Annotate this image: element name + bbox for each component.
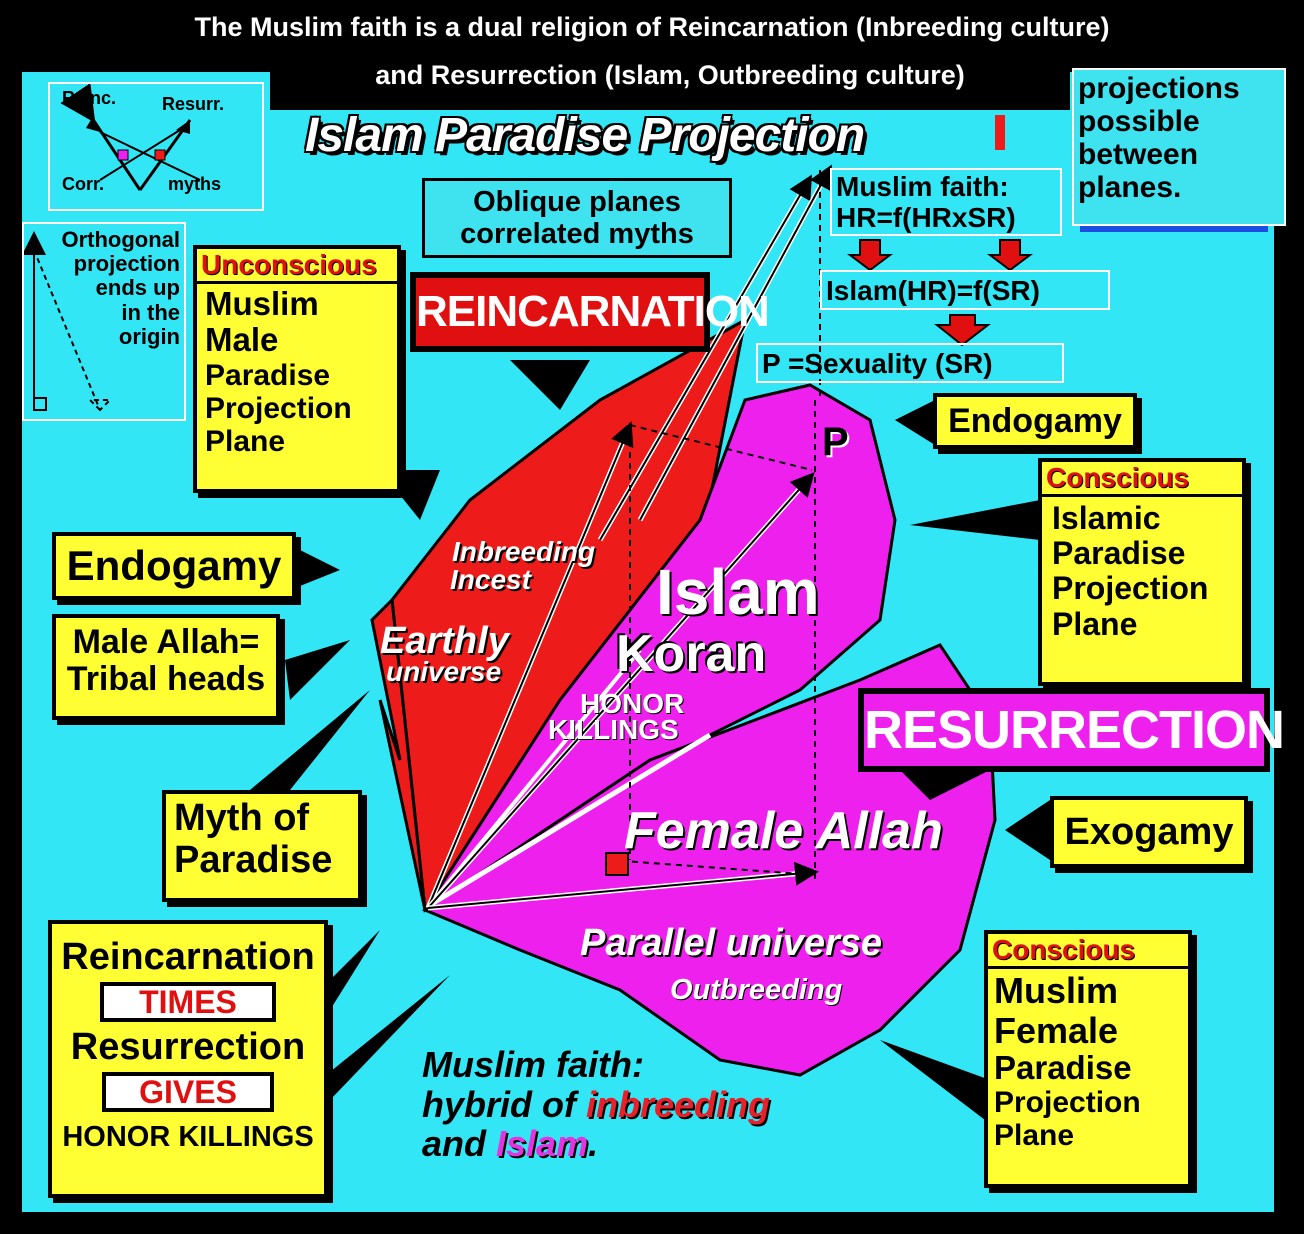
hybrid-inbreeding-word: inbreeding xyxy=(586,1083,771,1125)
projections-note: projections possible between planes. xyxy=(1072,68,1286,226)
conscious-female-line: Muslim xyxy=(994,970,1119,1011)
point-p-label: P xyxy=(822,420,849,464)
orthogonal-note: Orthogonal projection ends up in the ori… xyxy=(50,227,180,349)
conscious-female-line: Paradise xyxy=(994,1049,1132,1087)
oblique-planes-box: Oblique planes correlated myths xyxy=(422,178,732,258)
orthogonal-note-line: in the xyxy=(121,299,180,325)
oblique-line: Oblique planes xyxy=(473,186,681,218)
equation-box: Reincarnation TIMES Resurrection GIVES H… xyxy=(48,920,328,1198)
universe-label: universe xyxy=(386,656,502,687)
inset-diagram-box xyxy=(48,82,264,211)
orthogonal-note-line: origin xyxy=(118,323,180,349)
eq-honor-killings: HONOR KILLINGS xyxy=(62,1121,314,1153)
resurrection-plane xyxy=(421,643,997,1077)
unconscious-line: Male xyxy=(205,321,279,359)
title-strip xyxy=(270,56,1070,110)
endogamy-left-box: Endogamy xyxy=(52,532,296,600)
hybrid-note: Muslim faith: hybrid of inbreeding and I… xyxy=(422,1045,770,1164)
hybrid-line-2: hybrid of inbreeding xyxy=(422,1083,771,1125)
title-line-2: and Resurrection (Islam, Outbreeding cul… xyxy=(375,60,965,90)
male-allah-box: Male Allah= Tribal heads xyxy=(52,614,280,720)
hybrid-period: . xyxy=(588,1123,599,1165)
unconscious-line: Plane xyxy=(205,424,286,458)
orthogonal-note-line: ends up xyxy=(95,275,180,301)
eq-resurrection: Resurrection xyxy=(70,1026,306,1068)
koran-label: Koran xyxy=(616,625,767,683)
formula-line: HR=f(HRxSR) xyxy=(836,201,1016,233)
male-allah-line: Male Allah= xyxy=(72,623,260,661)
inbreeding-label: Inbreeding xyxy=(452,536,596,567)
resurrection-label: RESURRECTION xyxy=(858,688,1285,772)
inset-myths-label: myths xyxy=(168,174,222,194)
conscious-islamic-header: Conscious xyxy=(1042,462,1242,497)
conscious-female-line: Female xyxy=(994,1009,1119,1051)
eq-times: TIMES xyxy=(100,982,276,1022)
exogamy-box: Exogamy xyxy=(1050,796,1248,868)
reincarnation-plane-jag xyxy=(370,596,427,911)
conscious-female-line: Projection xyxy=(994,1086,1141,1120)
hybrid-text: hybrid of xyxy=(422,1083,586,1125)
title-line-1: The Muslim faith is a dual religion of R… xyxy=(194,12,1110,42)
islam-label: Islam xyxy=(656,556,820,628)
eq-reincarnation: Reincarnation xyxy=(61,936,315,978)
unconscious-male-box: Unconscious Muslim Male Paradise Project… xyxy=(193,245,401,493)
conscious-female-box: Conscious Muslim Female Paradise Project… xyxy=(984,930,1192,1188)
formula-muslim-faith: Muslim faith: HR=f(HRxSR) xyxy=(830,168,1062,236)
main-heading: Islam Paradise Projection xyxy=(305,109,865,162)
orthogonal-note-line: projection xyxy=(73,251,180,277)
conscious-islamic-box: Conscious Islamic Paradise Projection Pl… xyxy=(1038,458,1246,686)
oblique-line: correlated myths xyxy=(460,217,694,250)
projections-note-line: possible xyxy=(1078,105,1200,138)
conscious-islamic-line: Plane xyxy=(1052,605,1138,642)
conscious-islamic-line: Projection xyxy=(1052,570,1209,607)
projections-note-line: planes. xyxy=(1078,171,1182,204)
myth-line: Myth of xyxy=(174,797,310,839)
hybrid-islam-word: Islam xyxy=(496,1123,589,1165)
myth-line: Paradise xyxy=(174,838,333,881)
unconscious-header: Unconscious xyxy=(197,249,397,284)
projections-note-line: between xyxy=(1078,138,1199,171)
honor-label: HONOR xyxy=(580,688,685,719)
conscious-islamic-line: Islamic xyxy=(1052,500,1161,536)
incest-label: Incest xyxy=(450,564,531,595)
projections-note-line: projections xyxy=(1078,72,1240,105)
formula-line: Muslim faith: xyxy=(836,171,1009,202)
inset-reinc-label: Reinc. xyxy=(62,88,117,108)
hybrid-line-1: Muslim faith: xyxy=(422,1044,644,1085)
eq-gives: GIVES xyxy=(102,1072,274,1112)
male-allah-line: Tribal heads xyxy=(66,660,266,699)
earthly-label: Earthly xyxy=(380,620,509,662)
conscious-female-header: Conscious xyxy=(988,934,1188,969)
orthogonal-note-line: Orthogonal xyxy=(61,227,180,252)
hybrid-line-3: and Islam. xyxy=(422,1124,770,1164)
reincarnation-label: REINCARNATION xyxy=(410,272,770,352)
unconscious-line: Paradise xyxy=(205,358,331,392)
orthogonal-inset-box xyxy=(22,222,186,421)
formula-islam-hr: Islam(HR)=f(SR) xyxy=(820,270,1110,310)
inset-corr-label: Corr. xyxy=(62,174,105,194)
unconscious-line: Projection xyxy=(205,391,352,425)
unconscious-line: Muslim xyxy=(205,285,319,322)
parallel-universe-label: Parallel universe xyxy=(580,922,883,964)
formula-sexuality: P =Sexuality (SR) xyxy=(756,343,1064,383)
outbreeding-label: Outbreeding xyxy=(670,974,843,1006)
inset-resurr-label: Resurr. xyxy=(162,94,225,114)
endogamy-right-box: Endogamy xyxy=(933,393,1137,449)
killings-label: KILLINGS xyxy=(548,714,679,745)
conscious-islamic-line: Paradise xyxy=(1052,535,1186,572)
conscious-female-line: Plane xyxy=(994,1119,1075,1153)
female-allah-label: Female Allah xyxy=(624,802,943,860)
hybrid-text: and xyxy=(422,1123,497,1165)
myth-of-paradise-box: Myth of Paradise xyxy=(162,790,362,902)
